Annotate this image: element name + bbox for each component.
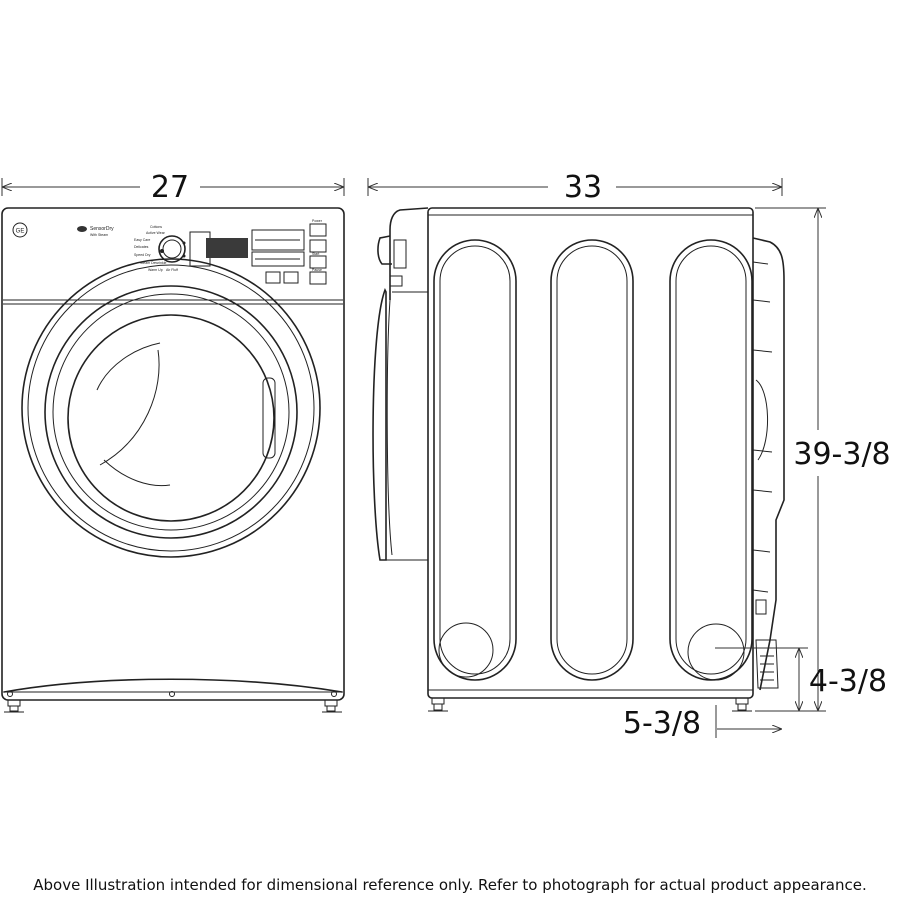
disclaimer-caption: Above Illustration intended for dimensio… (33, 876, 867, 894)
svg-text:SensorDry: SensorDry (90, 226, 114, 232)
svg-text:Speed Dry: Speed Dry (134, 253, 151, 257)
leg-height-label: 4-3/8 (809, 664, 887, 699)
svg-text:Power: Power (312, 219, 323, 223)
svg-text:GE: GE (16, 229, 25, 235)
svg-text:Air Fluff: Air Fluff (166, 268, 178, 272)
front-view: GE SensorDry With Steam Cottons Active W… (1, 207, 345, 713)
dryer-door (21, 258, 321, 558)
dimension-depth: 33 (367, 170, 783, 205)
cycle-labels: Cottons Active Wear Easy Care Delicates … (134, 225, 178, 272)
dimension-width: 27 (1, 170, 345, 205)
front-cabinet (1, 207, 345, 701)
width-label: 27 (151, 170, 189, 205)
control-buttons: Power Start Pause (265, 219, 327, 285)
sensor-dry-badge: SensorDry With Steam (77, 226, 114, 237)
svg-text:Start: Start (312, 252, 319, 256)
dimension-height: 39-3/8 (755, 207, 891, 712)
ge-logo: GE (12, 222, 28, 238)
dimension-leg-offset: 5-3/8 (623, 705, 781, 741)
svg-text:Pause: Pause (312, 268, 322, 272)
svg-text:With Steam: With Steam (90, 233, 108, 237)
front-base (3, 678, 343, 713)
svg-text:Steam Dewrinkle: Steam Dewrinkle (140, 261, 167, 265)
svg-text:Active Wear: Active Wear (146, 231, 166, 235)
display-panel (189, 229, 305, 267)
svg-text:Warm Up: Warm Up (148, 268, 163, 272)
svg-text:Delicates: Delicates (134, 245, 149, 249)
leg-offset-label: 5-3/8 (623, 706, 701, 741)
dimension-leg-height: 4-3/8 (715, 647, 887, 710)
svg-text:Easy Care: Easy Care (134, 238, 150, 242)
height-label: 39-3/8 (793, 437, 890, 472)
side-cabinet (427, 207, 754, 699)
svg-text:Cottons: Cottons (150, 225, 162, 229)
cycle-dial (158, 235, 186, 263)
side-view (372, 207, 785, 712)
depth-label: 33 (564, 170, 602, 205)
rear-profile (752, 237, 785, 691)
side-panel-ribs (433, 239, 753, 681)
